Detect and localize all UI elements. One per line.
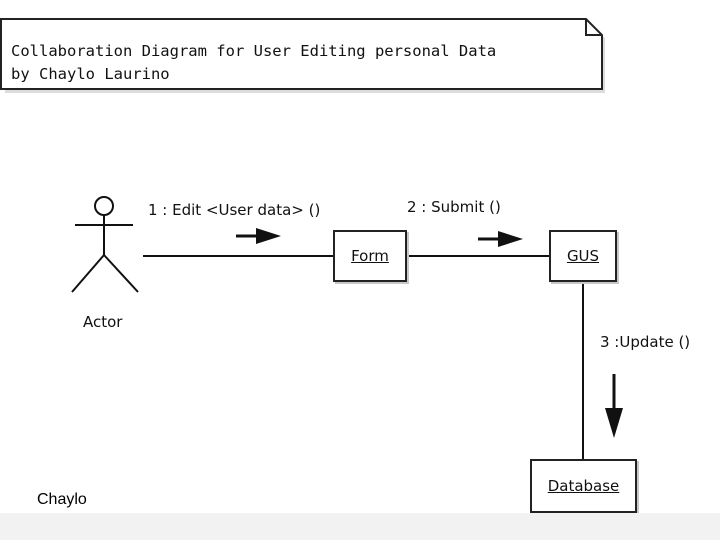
message-1-arrow <box>236 228 281 244</box>
message-2-arrow <box>478 231 523 247</box>
message-3-label: 3 :Update () <box>600 333 691 351</box>
bottom-strip <box>0 513 720 540</box>
note-line-1: Collaboration Diagram for User Editing p… <box>11 42 497 60</box>
object-form: Form <box>333 230 407 282</box>
note-text: Collaboration Diagram for User Editing p… <box>11 40 496 86</box>
actor-label: Actor <box>83 313 123 331</box>
actor-figure <box>71 196 139 293</box>
message-3-arrow <box>605 374 623 438</box>
object-gus: GUS <box>549 230 617 282</box>
note-shape <box>0 18 605 93</box>
diagram-title-note: Collaboration Diagram for User Editing p… <box>0 18 605 93</box>
note-line-2: by Chaylo Laurino <box>11 65 170 83</box>
object-form-label: Form <box>351 247 389 265</box>
object-database-label: Database <box>547 477 620 495</box>
message-2-label: 2 : Submit () <box>407 198 501 216</box>
object-database: Database <box>530 459 637 513</box>
message-1-label: 1 : Edit <User data> () <box>148 201 321 219</box>
object-gus-label: GUS <box>566 247 600 265</box>
signature: Chaylo <box>37 491 87 508</box>
